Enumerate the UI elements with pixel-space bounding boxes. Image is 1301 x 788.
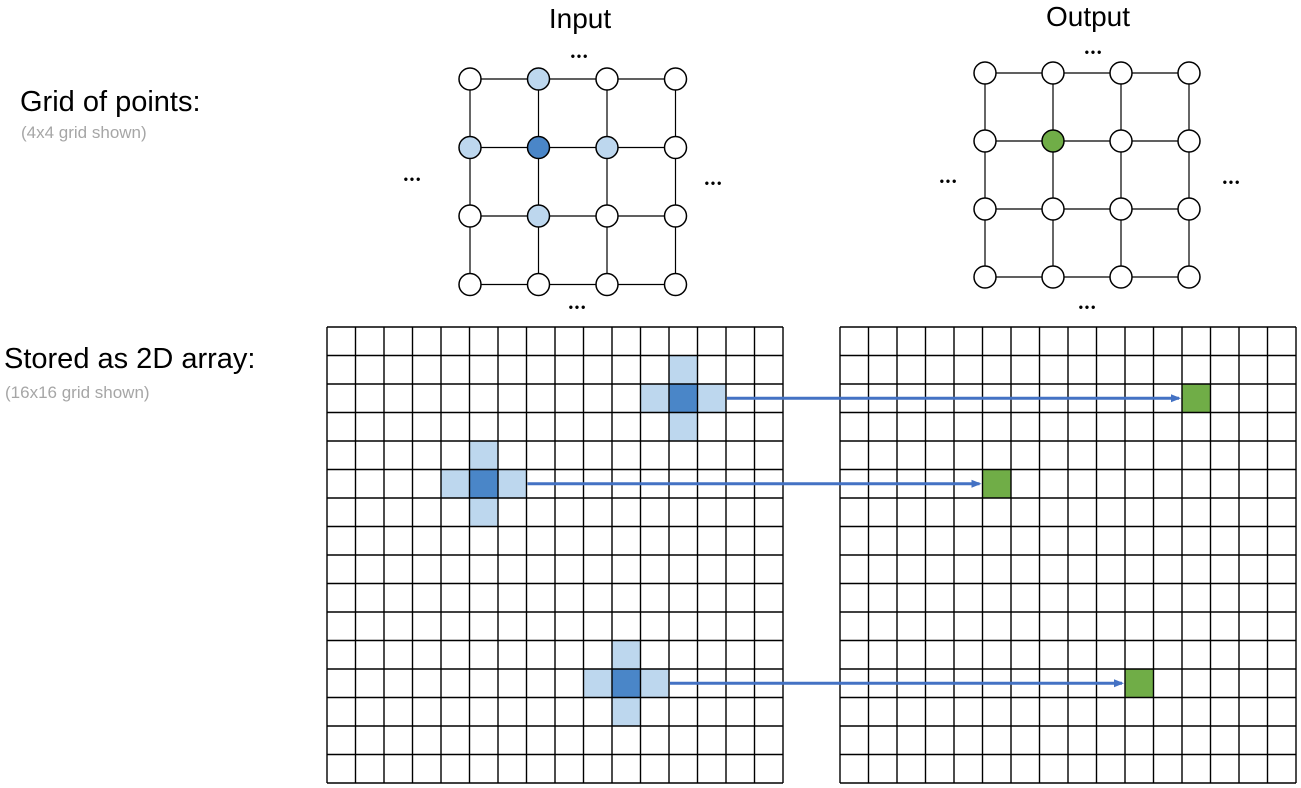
- stencil-0-neighbor-cell-0: [669, 355, 698, 384]
- output-array: [839, 326, 1297, 784]
- stencil-2-output-cell: [1125, 669, 1154, 698]
- stencil-0-neighbor-cell-1: [669, 412, 698, 441]
- output-grid-node-1-3: [1177, 129, 1201, 153]
- input-grid-node-2-3: [663, 204, 688, 228]
- stencil-0-output-cell: [1182, 384, 1211, 413]
- input-grid-node-3-0: [458, 272, 482, 297]
- output-ellipsis-left: •••: [940, 174, 959, 188]
- input-grid-node-3-1: [526, 272, 551, 297]
- input-grid-center-node-1-1: [526, 135, 551, 160]
- stencil-1-neighbor-cell-0: [469, 441, 498, 470]
- stencil-1-output-cell: [982, 469, 1011, 498]
- stencil-2-neighbor-cell-3: [640, 669, 669, 698]
- stencil-1-neighbor-cell-2: [441, 469, 470, 498]
- output-ellipsis-right: •••: [1223, 175, 1242, 189]
- input-grid-node-3-3: [663, 272, 688, 297]
- input-grid-node-0-3: [663, 67, 688, 91]
- array-row-label: Stored as 2D array:: [4, 343, 255, 375]
- mapping-arrows: [527, 394, 1181, 688]
- stencil-2-neighbor-cell-0: [612, 640, 641, 669]
- input-grid-node-2-0: [458, 204, 482, 228]
- input-grid-node-3-2: [595, 272, 619, 297]
- input-ellipsis-top: •••: [571, 49, 590, 63]
- output-ellipsis-top: •••: [1085, 45, 1104, 59]
- input-title: Input: [549, 3, 611, 34]
- grid-row-label: Grid of points:: [20, 86, 201, 118]
- output-grid-node-2-1: [1041, 197, 1065, 221]
- input-grid-node-0-2: [595, 67, 619, 91]
- input-ellipsis-left: •••: [404, 172, 423, 186]
- output-grid-node-2-2: [1109, 197, 1133, 221]
- output-title: Output: [1046, 1, 1130, 32]
- input-grid-node-1-3: [663, 135, 688, 160]
- input-grid-neighbor-node-1-2: [595, 135, 619, 160]
- stencil-0-neighbor-cell-3: [697, 384, 726, 413]
- output-grid-node-0-0: [973, 61, 997, 85]
- input-grid-neighbor-node-1-0: [458, 135, 482, 160]
- output-grid-node-3-2: [1109, 265, 1133, 289]
- output-grid-node-0-2: [1109, 61, 1133, 85]
- stencil-2-neighbor-cell-2: [583, 669, 612, 698]
- output-grid-node-1-2: [1109, 129, 1133, 153]
- grid-row-sublabel: (4x4 grid shown): [21, 123, 147, 142]
- output-grid-center-node-1-1: [1041, 129, 1065, 153]
- output-point-grid: [973, 61, 1201, 289]
- output-grid-node-3-1: [1041, 265, 1065, 289]
- stencil-0-center-cell: [669, 384, 698, 413]
- stencil-1-neighbor-cell-3: [498, 469, 527, 498]
- input-ellipsis-bottom: •••: [569, 300, 588, 314]
- output-grid-node-3-0: [973, 265, 997, 289]
- stencil-1-center-cell: [469, 469, 498, 498]
- output-grid-node-2-3: [1177, 197, 1201, 221]
- input-array: [326, 326, 784, 784]
- input-point-grid: [458, 67, 688, 297]
- input-ellipsis-right: •••: [705, 176, 724, 190]
- output-grid-node-3-3: [1177, 265, 1201, 289]
- stencil-2-neighbor-cell-1: [612, 697, 641, 726]
- output-grid-node-0-1: [1041, 61, 1065, 85]
- input-grid-node-0-0: [458, 67, 482, 91]
- array-row-sublabel: (16x16 grid shown): [5, 383, 150, 402]
- output-ellipsis-bottom: •••: [1079, 300, 1098, 314]
- stencil-0-neighbor-cell-2: [640, 384, 669, 413]
- input-grid-node-2-2: [595, 204, 619, 228]
- output-grid-node-1-0: [973, 129, 997, 153]
- stencil-2-center-cell: [612, 669, 641, 698]
- output-grid-node-2-0: [973, 197, 997, 221]
- output-grid-node-0-3: [1177, 61, 1201, 85]
- stencil-1-neighbor-cell-1: [469, 498, 498, 527]
- input-grid-neighbor-node-2-1: [526, 204, 551, 228]
- input-grid-neighbor-node-0-1: [526, 67, 551, 91]
